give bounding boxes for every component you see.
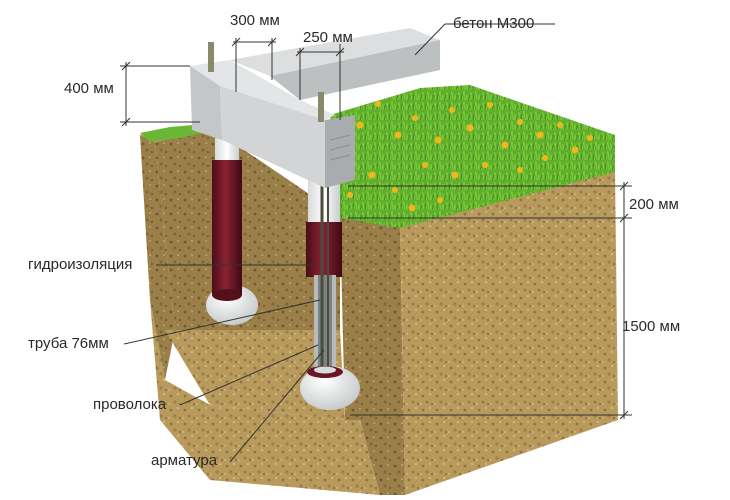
above-ground-label: 200 мм <box>629 196 679 213</box>
beam-width-label: 300 мм <box>230 12 280 29</box>
soil-trench-back <box>155 130 340 330</box>
right-pile <box>300 150 360 410</box>
soil-left-wall <box>140 135 175 380</box>
waterproofing-label: гидроизоляция <box>28 256 133 273</box>
wire-label: проволока <box>93 396 167 413</box>
beam-height-label: 400 мм <box>64 80 114 97</box>
pile-depth-label: 1500 мм <box>622 318 681 335</box>
rebar-label: арматура <box>151 452 218 469</box>
grass-top <box>330 85 615 228</box>
left-pile <box>206 138 258 325</box>
soil-main-right <box>400 170 618 495</box>
flowers <box>347 101 593 212</box>
soil-main-front <box>340 215 405 495</box>
beam-depth-label: 250 мм <box>303 29 353 46</box>
concrete-grade-label: бетон М300 <box>453 15 535 32</box>
soil-front-low-wall <box>150 300 380 495</box>
dimension-lines <box>120 23 632 463</box>
pipe-label: труба 76мм <box>28 335 109 352</box>
